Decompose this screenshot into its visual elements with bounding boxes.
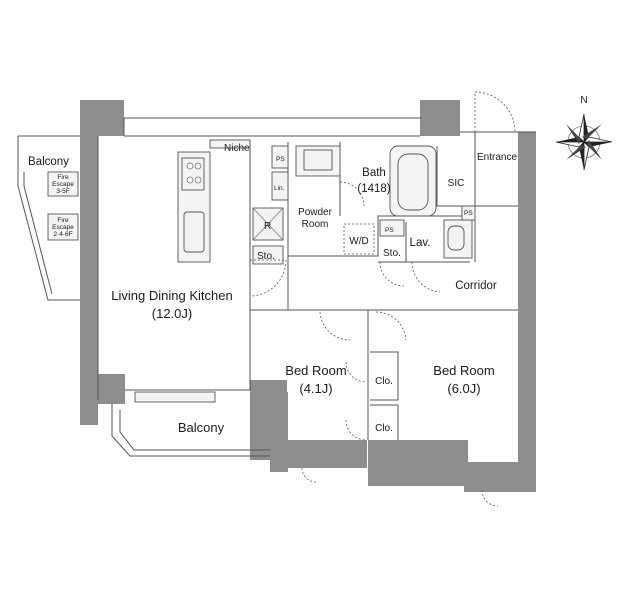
fire-escape-hatches bbox=[47, 171, 79, 241]
bedroom-2-label: Bed Room bbox=[433, 363, 494, 378]
closet-1-label: Clo. bbox=[375, 376, 393, 387]
compass-rose bbox=[555, 113, 613, 171]
bedroom-1-label: Bed Room bbox=[285, 363, 346, 378]
partition-lines bbox=[97, 117, 536, 440]
powder-room-label-2: Room bbox=[302, 219, 329, 230]
bedroom-2-size-label: (6.0J) bbox=[447, 381, 480, 396]
walls bbox=[80, 100, 536, 492]
powder-room-label-1: Powder bbox=[298, 207, 333, 218]
fire-escape-2-line2: Escape bbox=[52, 224, 74, 231]
storage-2-label: Sto. bbox=[383, 248, 401, 259]
ldk-label: Living Dining Kitchen bbox=[111, 288, 232, 303]
refrigerator-label: R bbox=[264, 221, 271, 232]
bathtub bbox=[389, 145, 437, 217]
refrigerator-space bbox=[252, 207, 284, 265]
ps-mid-label: PS bbox=[385, 227, 394, 234]
compass-north-label: N bbox=[580, 95, 587, 106]
corridor-label: Corridor bbox=[455, 280, 497, 292]
door-swings bbox=[249, 91, 516, 507]
niche-label: Niche bbox=[224, 143, 250, 154]
fire-escape-1-line2: Escape bbox=[52, 181, 74, 188]
side-balcony bbox=[17, 135, 80, 301]
balcony-side-label: Balcony bbox=[28, 156, 69, 168]
washer-dryer-label: W/D bbox=[349, 236, 368, 247]
lavatory-label: Lav. bbox=[410, 237, 431, 249]
powder-room-fixtures bbox=[295, 145, 341, 177]
fire-escape-1-line3: 3-5F bbox=[56, 188, 69, 195]
laundry-and-lavatory bbox=[343, 205, 476, 259]
kitchen-fixtures bbox=[177, 139, 251, 263]
bedroom-1-size-label: (4.1J) bbox=[299, 381, 332, 396]
bath-size-label: (1418) bbox=[357, 183, 390, 195]
ps-right-label: PS bbox=[464, 210, 473, 217]
fire-escape-2-line3: 2·4·6F bbox=[53, 231, 72, 238]
fire-escape-1-line1: Fire bbox=[57, 174, 69, 181]
storage-1-label: Sto. bbox=[257, 251, 275, 262]
linen-label: Lin. bbox=[274, 185, 285, 192]
bath-label: Bath bbox=[362, 167, 386, 179]
closet-2-label: Clo. bbox=[375, 423, 393, 434]
bottom-balcony bbox=[111, 391, 270, 457]
service-strip bbox=[271, 145, 289, 201]
fire-escape-2-line1: Fire bbox=[57, 217, 69, 224]
balcony-bottom-label: Balcony bbox=[178, 420, 225, 435]
ldk-size-label: (12.0J) bbox=[152, 306, 192, 321]
entrance-label: Entrance bbox=[477, 152, 517, 163]
ps-top-label: PS bbox=[276, 156, 285, 163]
sic-label: SIC bbox=[448, 178, 465, 189]
